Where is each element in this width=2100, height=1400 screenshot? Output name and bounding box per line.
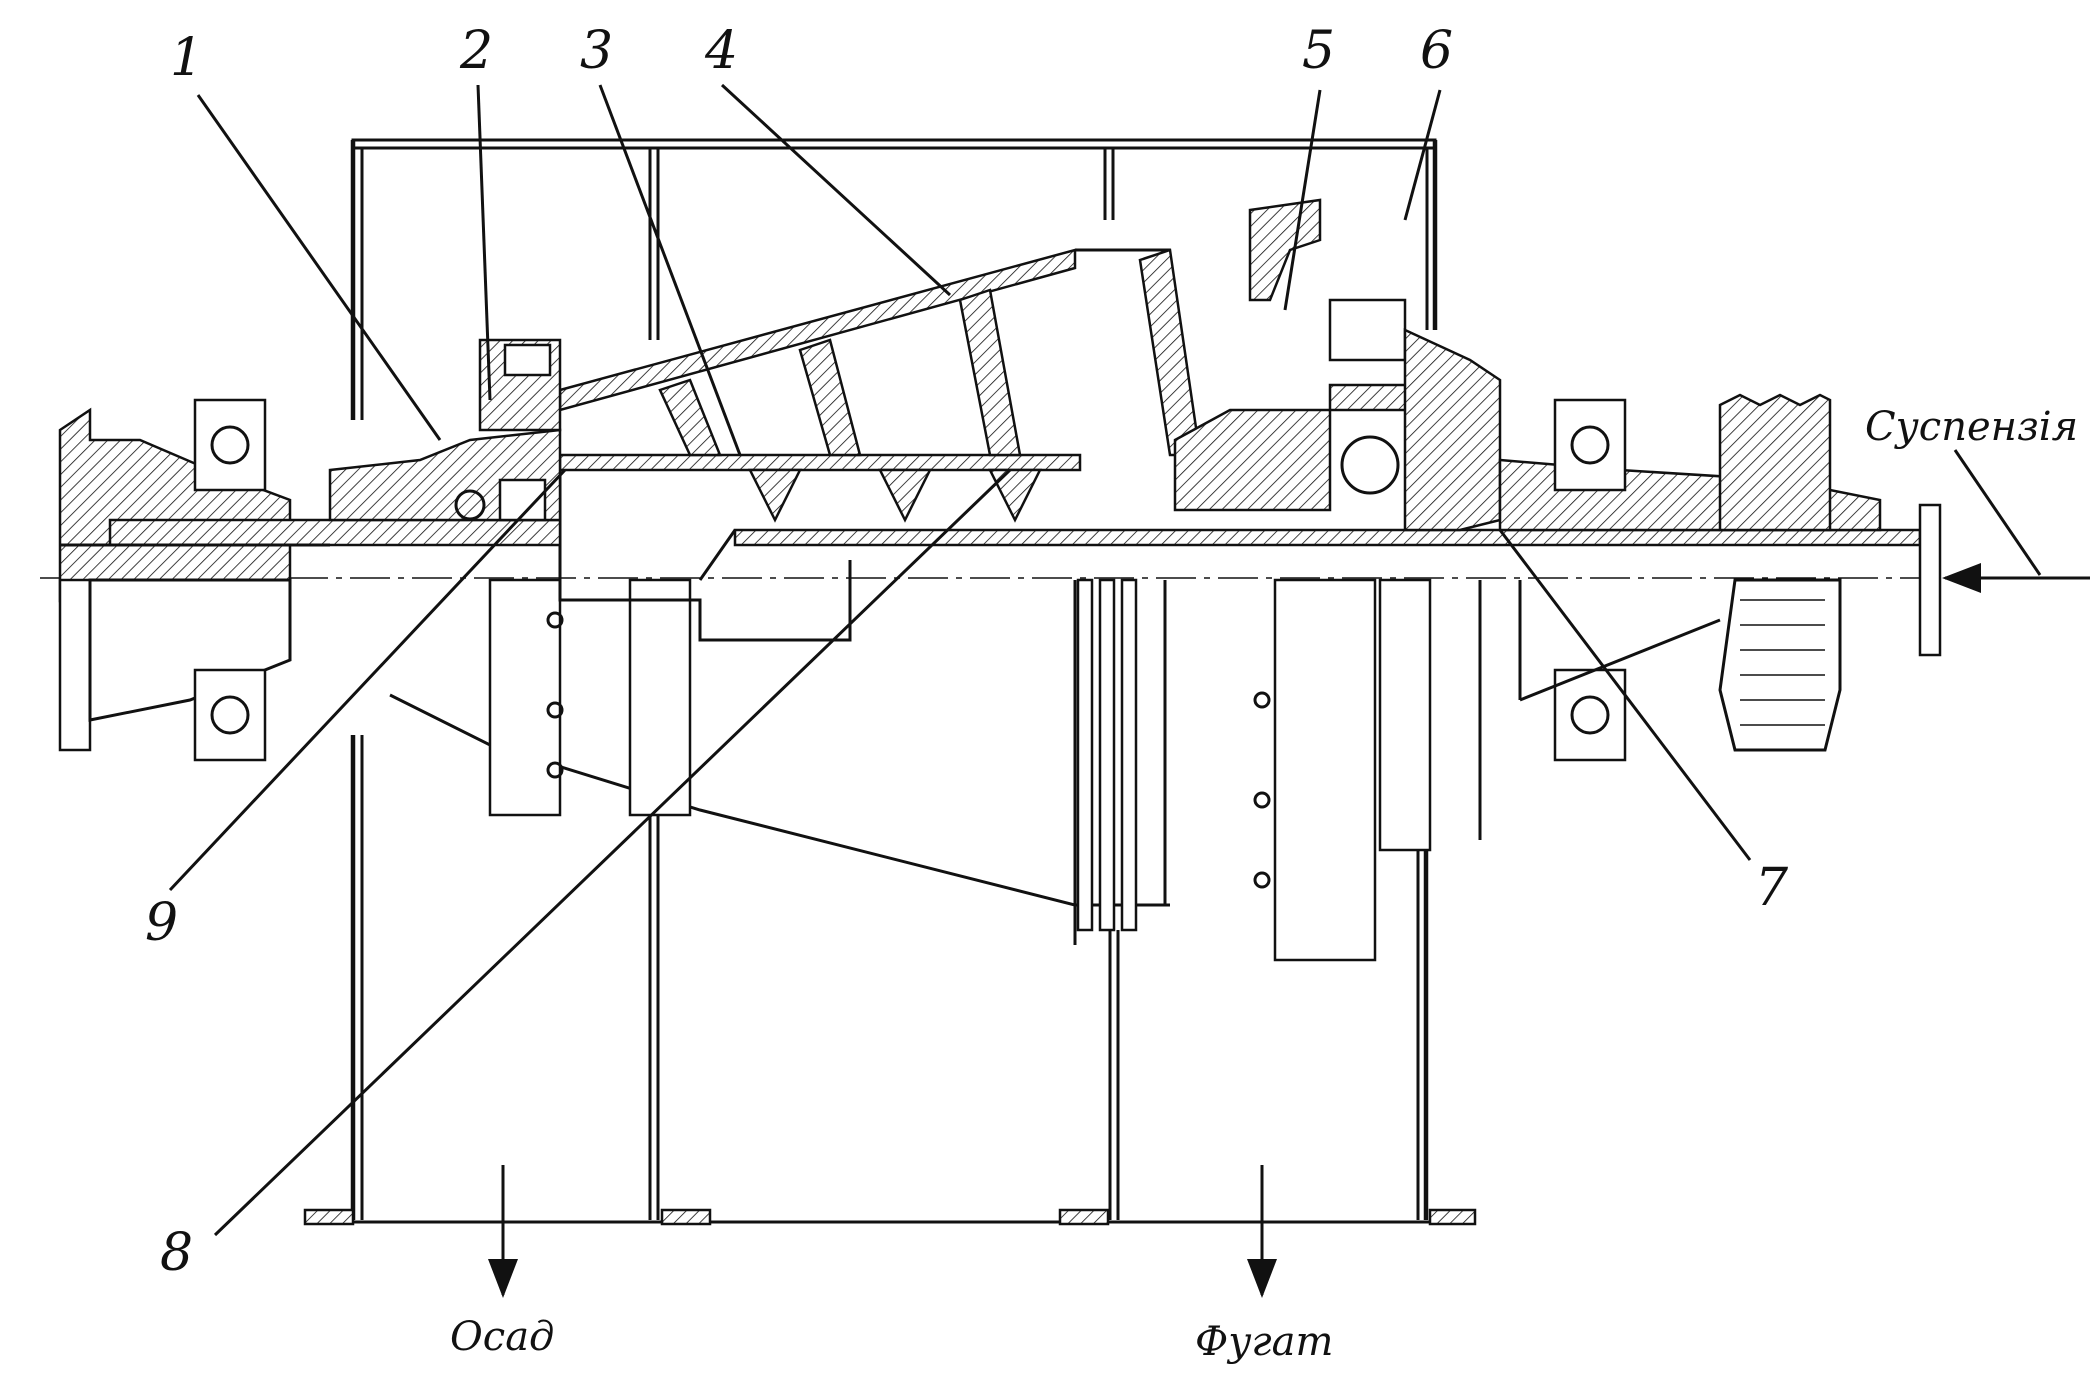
callout-6: 6 (1420, 21, 1453, 81)
callout-4: 4 (704, 21, 738, 81)
inlet-leader (1953, 449, 2042, 576)
callout-5: 5 (1302, 21, 1335, 81)
callout-8: 8 (160, 1223, 193, 1283)
sediment-label: Осад (450, 1314, 554, 1360)
right-drive-unit (1173, 198, 1882, 840)
screw-conveyor (558, 248, 1202, 642)
callout-2: 2 (459, 21, 493, 81)
rotor-bowl (389, 248, 1432, 962)
callout-3: 3 (580, 21, 613, 81)
left-bearing-unit (58, 338, 562, 762)
callout-9: 9 (145, 893, 178, 953)
leader-lines (168, 83, 1752, 1237)
inlet-label: Суспензія (1865, 404, 2078, 450)
callout-7: 7 (1755, 858, 1789, 918)
filtrate-label: Фугат (1195, 1319, 1333, 1365)
callout-1: 1 (170, 28, 203, 88)
casing (303, 138, 1477, 1226)
